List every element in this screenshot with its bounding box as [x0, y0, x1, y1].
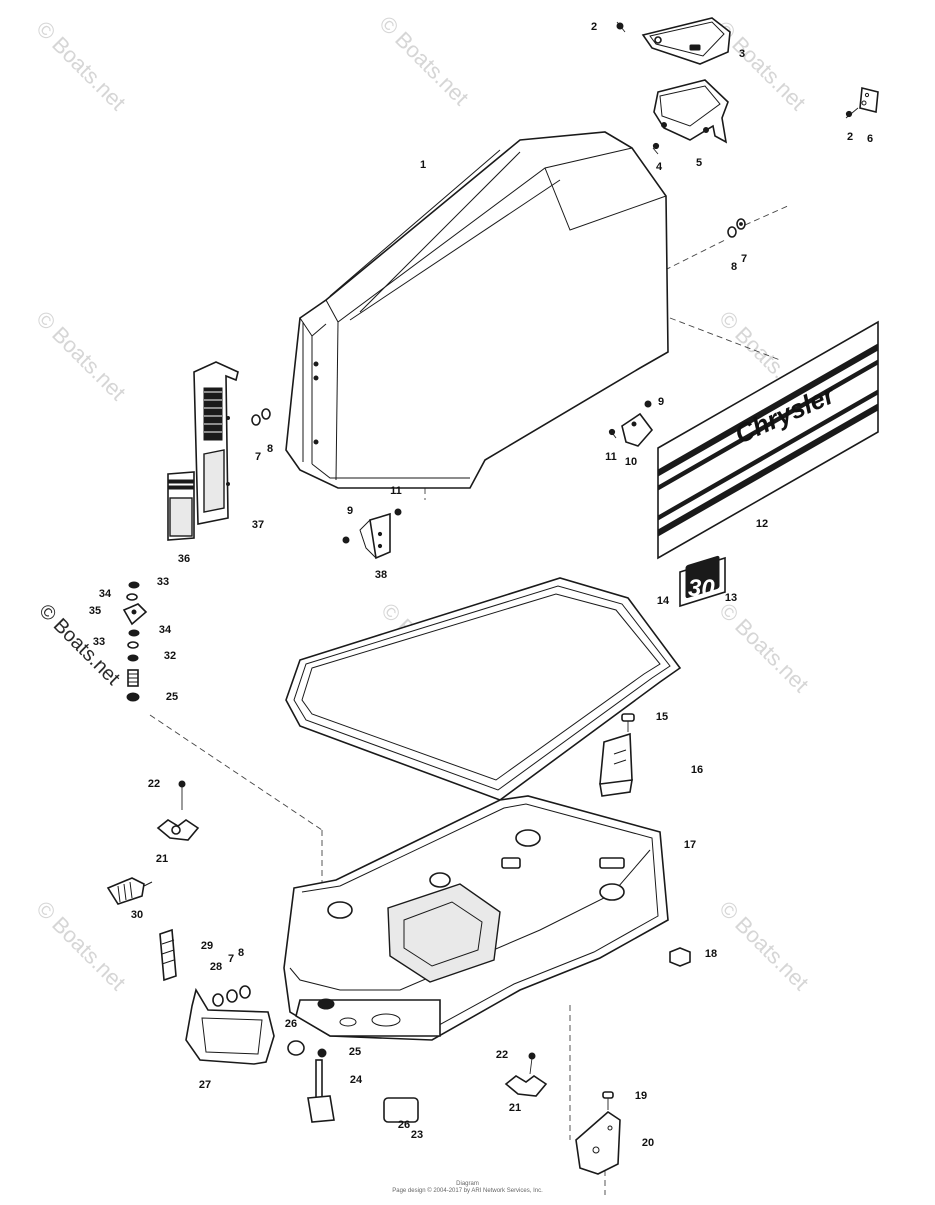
callout-number: 3 — [739, 48, 745, 60]
side-bracket — [599, 713, 635, 797]
callout-number: 29 — [201, 940, 213, 952]
callout-number: 25 — [166, 691, 178, 703]
callout-number: 8 — [267, 443, 273, 455]
model-decal: 30 — [679, 555, 726, 608]
washers-left — [251, 408, 271, 426]
callout-number: 22 — [148, 778, 160, 790]
callout-number: 17 — [684, 839, 696, 851]
latch-fastener-stack — [122, 581, 148, 702]
callout-number: 27 — [199, 1079, 211, 1091]
watermark: © Boats.net — [374, 11, 473, 110]
fuel-fitting — [106, 877, 153, 905]
callout-number: 13 — [725, 592, 737, 604]
watermark: © Boats.net — [714, 896, 813, 995]
callout-number: 36 — [178, 553, 190, 565]
callout-number: 11 — [390, 485, 402, 497]
callout-number: 33 — [157, 576, 169, 588]
vent-grille — [193, 361, 239, 525]
callout-number: 18 — [705, 948, 717, 960]
angle-bracket — [342, 508, 402, 560]
callout-number: 25 — [349, 1046, 361, 1058]
callout-number: 24 — [350, 1074, 363, 1086]
callout-number: 8 — [238, 947, 244, 959]
callout-number: 22 — [496, 1049, 508, 1061]
watermark: © Boats.net — [714, 598, 813, 697]
footer-line: Page design © 2004-2017 by ARI Network S… — [392, 1188, 543, 1194]
callout-number: 32 — [164, 650, 176, 662]
callout-number: 12 — [756, 518, 768, 530]
callout-number: 37 — [252, 519, 264, 531]
clamp-upper — [156, 780, 200, 841]
callout-number: 34 — [99, 588, 112, 600]
cover-plate — [185, 987, 275, 1065]
washers-lower — [212, 985, 251, 1007]
top-bracket — [641, 17, 731, 65]
cover-seal — [285, 577, 682, 801]
screws — [616, 21, 859, 155]
callout-number: 28 — [210, 961, 222, 973]
callout-number: 14 — [657, 595, 670, 607]
callout-number: 2 — [847, 131, 853, 143]
callout-number: 30 — [131, 909, 143, 921]
callout-number: 34 — [159, 624, 172, 636]
callout-number: 7 — [255, 451, 261, 463]
callout-number: 15 — [656, 711, 668, 723]
grommet-and-latch — [287, 1040, 335, 1123]
callout-number: 9 — [347, 505, 353, 517]
callout-number: 7 — [741, 253, 747, 265]
watermark: © Boats.net — [31, 896, 130, 995]
hood-bracket — [653, 79, 729, 144]
rubber-pad — [383, 1097, 419, 1123]
callout-number: 33 — [93, 636, 105, 648]
callout-number: 10 — [625, 456, 637, 468]
washers-right — [727, 218, 746, 238]
callout-number: 26 — [398, 1119, 410, 1131]
callout-number: 6 — [867, 133, 873, 145]
callout-number: 8 — [731, 261, 737, 273]
callout-number: 1 — [420, 159, 426, 171]
vent-decal — [167, 471, 195, 541]
callout-number: 4 — [656, 161, 663, 173]
callout-number: 35 — [89, 605, 101, 617]
watermark: © Boats.net — [34, 600, 124, 690]
watermark: © Boats.net — [31, 306, 130, 405]
diagram-footer: Diagram Page design © 2004-2017 by ARI N… — [0, 1181, 935, 1195]
callout-number: 7 — [228, 953, 234, 965]
callout-number: 5 — [696, 157, 702, 169]
callout-number: 26 — [285, 1018, 297, 1030]
callout-number: 9 — [658, 396, 664, 408]
callout-number: 21 — [509, 1102, 521, 1114]
latch-plate — [608, 400, 654, 447]
mount-bracket — [575, 1091, 621, 1175]
callout-number: 11 — [605, 451, 617, 463]
watermark: © Boats.net — [31, 16, 130, 115]
callout-number: 16 — [691, 764, 703, 776]
callout-number: 2 — [591, 21, 597, 33]
callout-number: 20 — [642, 1137, 654, 1149]
footer-line: Diagram — [456, 1181, 479, 1187]
clamp-lower — [504, 1052, 548, 1097]
model-decal-text: 30 — [688, 575, 715, 602]
lower-pan — [283, 795, 669, 1041]
hood-clip — [859, 86, 879, 114]
callout-number: 19 — [635, 1090, 647, 1102]
fuel-connector — [159, 928, 177, 982]
chrysler-decal-panel: Chrysler — [657, 320, 879, 560]
callout-number: 38 — [375, 569, 387, 581]
nut — [669, 947, 691, 967]
motor-cover-hood — [285, 131, 669, 489]
callout-number: 23 — [411, 1129, 423, 1141]
callout-number: 21 — [156, 853, 168, 865]
